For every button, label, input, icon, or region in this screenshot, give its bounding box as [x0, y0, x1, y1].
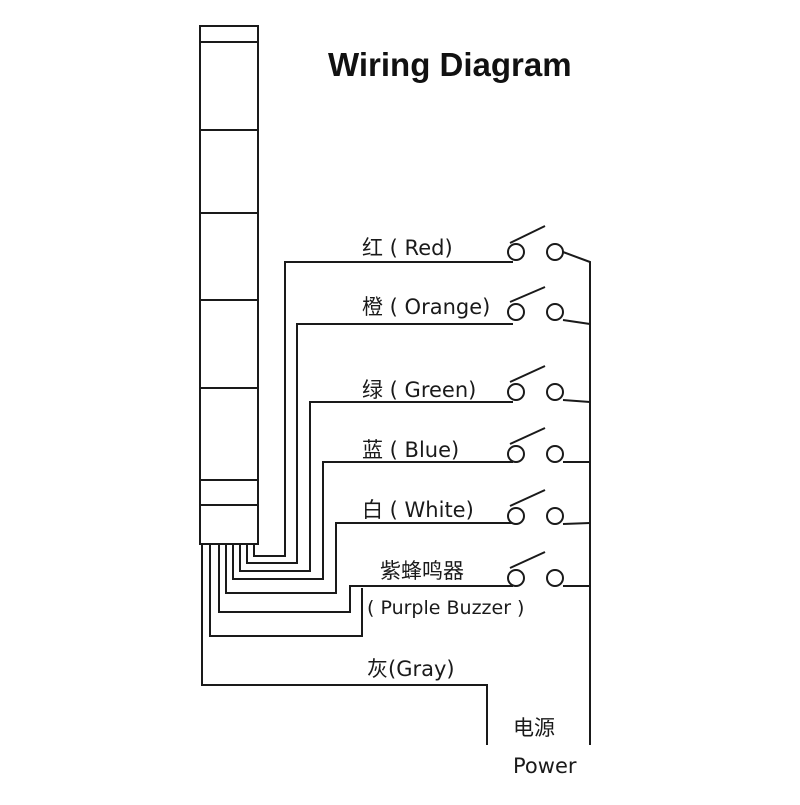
switch-lever — [509, 427, 546, 445]
switch-contact — [546, 303, 564, 321]
signal-tower — [199, 25, 259, 545]
switch-contact — [546, 243, 564, 261]
label-gray: 灰(Gray) — [367, 657, 455, 681]
switch-contact — [546, 383, 564, 401]
switch-buzzer — [507, 551, 590, 587]
switch-output — [562, 319, 591, 325]
switch-contact — [507, 383, 525, 401]
power-bus — [562, 251, 591, 745]
switch-contact — [507, 507, 525, 525]
label-white: 白 ( White) — [362, 498, 474, 522]
switch-lever — [509, 286, 546, 303]
switch-contact — [546, 569, 564, 587]
switch-green — [507, 365, 591, 403]
wire-orange — [246, 323, 513, 564]
wire-gray — [201, 544, 488, 745]
switch-contact — [546, 507, 564, 525]
wire-red — [253, 261, 513, 557]
switch-contact — [507, 569, 525, 587]
switch-lever — [509, 365, 546, 383]
switch-contact — [507, 243, 525, 261]
switch-contact — [507, 303, 525, 321]
switch-output — [562, 399, 591, 403]
switch-red — [507, 225, 591, 745]
switch-lever — [509, 225, 546, 244]
wire-white — [225, 522, 513, 594]
label-power-en: Power — [513, 754, 577, 778]
label-power-cn: 电源 — [513, 716, 555, 740]
label-red: 红 ( Red) — [362, 236, 453, 260]
switch-contact — [507, 445, 525, 463]
switch-orange — [507, 286, 591, 325]
label-buzzer: 紫蜂鸣器 — [380, 559, 464, 583]
switch-contact — [546, 445, 564, 463]
label-buzzer-en: ( Purple Buzzer ) — [367, 597, 525, 619]
switch-output — [562, 522, 591, 525]
switch-blue — [507, 427, 590, 463]
wire-blue — [232, 461, 513, 580]
label-blue: 蓝 ( Blue) — [362, 438, 460, 462]
tower-body — [199, 25, 259, 545]
switch-lever — [509, 551, 546, 569]
wire-green — [239, 401, 513, 572]
switch-lever — [509, 489, 546, 507]
wire-buzzer-return — [209, 544, 363, 637]
switch-white — [507, 489, 591, 525]
label-orange: 橙 ( Orange) — [362, 295, 491, 319]
wire-buzzer — [218, 544, 513, 613]
label-green: 绿 ( Green) — [362, 378, 477, 402]
diagram-title: Wiring Diagram — [328, 46, 572, 83]
